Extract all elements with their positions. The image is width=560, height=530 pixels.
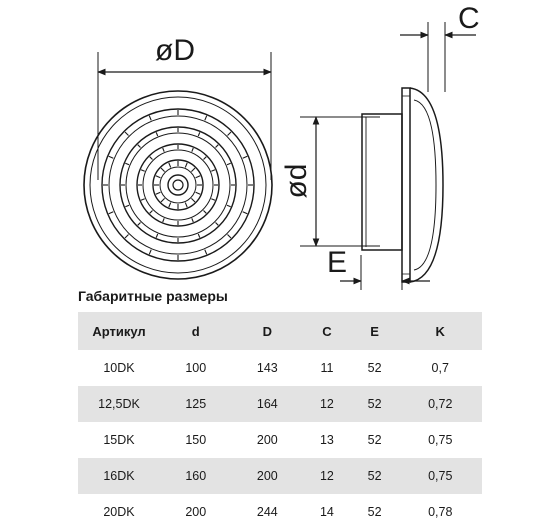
dimension-label-d: ød xyxy=(280,163,313,198)
center-knob-inner xyxy=(172,179,184,191)
flange xyxy=(401,87,411,283)
table-cell: 160 xyxy=(185,469,207,483)
grille-dome-inner xyxy=(413,99,437,271)
table-cell: 52 xyxy=(367,397,382,411)
table-cell: 52 xyxy=(367,433,382,447)
table-cell: 11 xyxy=(320,361,334,375)
spigot xyxy=(361,113,403,251)
dimension-label-E: E xyxy=(327,246,347,279)
ring-2 xyxy=(119,126,237,244)
table-cell: 200 xyxy=(256,469,278,483)
table-cell: 0,75 xyxy=(428,433,453,447)
table-cell: 52 xyxy=(367,361,382,375)
grille-dome xyxy=(409,87,444,283)
table-cell: 200 xyxy=(185,505,207,519)
column-header: Артикул xyxy=(92,323,146,339)
table-cell: 10DK xyxy=(103,361,135,375)
ring-3-inner xyxy=(142,149,214,221)
table-row: 15DK 150 200 13 52 0,75 xyxy=(78,422,482,458)
table-cell: 13 xyxy=(319,433,334,447)
table-cell: 52 xyxy=(367,505,382,519)
column-header: C xyxy=(322,323,332,339)
technical-drawing: øD ød C E xyxy=(83,2,480,290)
ring-2-inner xyxy=(125,132,231,238)
table-cell: 244 xyxy=(256,505,278,519)
ring-4 xyxy=(152,159,204,211)
table-cell: 16DK xyxy=(103,469,135,483)
dimension-label-D: øD xyxy=(155,34,195,67)
side-view xyxy=(300,22,476,290)
center-knob xyxy=(167,174,189,196)
front-view xyxy=(83,52,273,280)
table-row: 16DK 160 200 12 52 0,75 xyxy=(78,458,482,494)
radial-ribs xyxy=(103,110,253,260)
column-header: D xyxy=(262,323,273,339)
table-cell: 100 xyxy=(185,361,207,375)
column-header: E xyxy=(370,323,379,339)
outer-rim xyxy=(83,90,273,280)
ring-4-inner xyxy=(159,166,197,204)
table-cell: 12 xyxy=(319,469,334,483)
column-header: K xyxy=(435,323,445,339)
table-cell: 200 xyxy=(256,433,278,447)
table-cell: 164 xyxy=(256,397,278,411)
table-row: 10DK 100 143 11 52 0,7 xyxy=(78,350,482,386)
table-cell: 14 xyxy=(319,505,334,519)
table-cell: 0,78 xyxy=(428,505,453,519)
table-cell: 12 xyxy=(319,397,334,411)
table-cell: 0,75 xyxy=(428,469,453,483)
table-cell: 20DK xyxy=(103,505,135,519)
table-cell: 12,5DK xyxy=(98,397,140,411)
table-header-row: Артикул d D C E K xyxy=(78,312,482,350)
table-cell: 125 xyxy=(185,397,207,411)
table-title: Габаритные размеры xyxy=(78,288,228,304)
table-row: 12,5DK 125 164 12 52 0,72 xyxy=(78,386,482,422)
ring-1 xyxy=(101,108,255,262)
table-row: 20DK 200 244 14 52 0,78 xyxy=(78,494,482,530)
ring-1-inner xyxy=(108,115,248,255)
table-cell: 150 xyxy=(185,433,207,447)
table-cell: 0,7 xyxy=(431,361,449,375)
table-cell: 52 xyxy=(367,469,382,483)
column-header: d xyxy=(191,323,200,339)
dimension-label-C: C xyxy=(458,2,480,35)
ring-3 xyxy=(136,143,220,227)
table-cell: 0,72 xyxy=(428,397,453,411)
table-cell: 143 xyxy=(256,361,278,375)
table-cell: 15DK xyxy=(103,433,135,447)
rim-inner-edge xyxy=(89,96,267,274)
